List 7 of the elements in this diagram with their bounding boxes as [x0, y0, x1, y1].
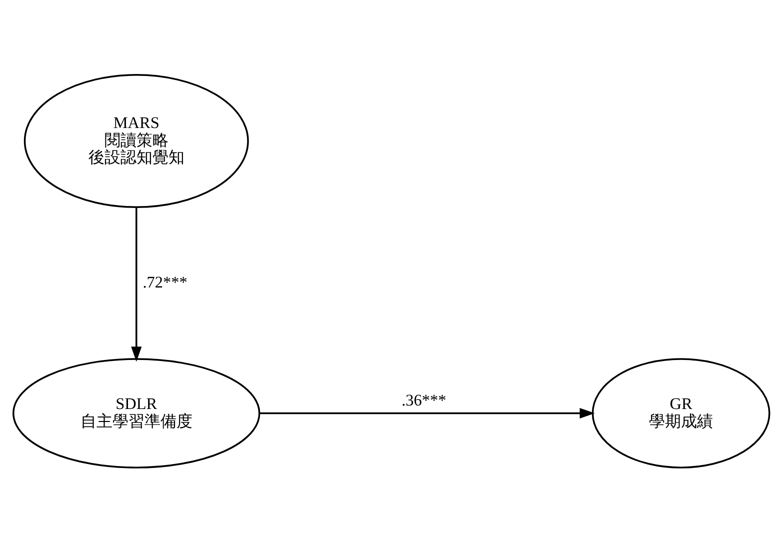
- edge-label: .72***: [142, 274, 188, 292]
- arrow: [131, 208, 142, 362]
- arrow: [260, 408, 595, 419]
- node-ellipse: MARS 閱讀策略 後設認知覺知: [24, 74, 249, 208]
- node-ellipse: SDLR 自主學習準備度: [12, 358, 260, 468]
- edge-label: .36***: [402, 391, 446, 410]
- node-ellipse: GR 學期成績: [592, 358, 770, 468]
